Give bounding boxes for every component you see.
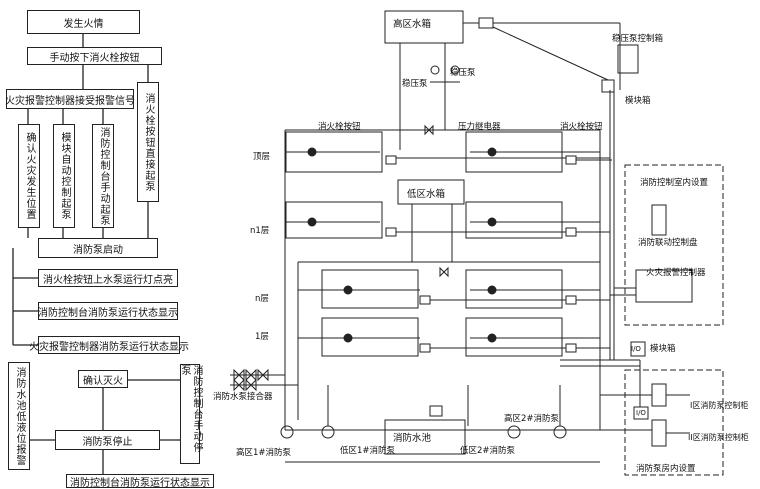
label-zone1-cabinet: I区消防泵控制柜: [690, 401, 749, 410]
label-floor-1: 1层: [255, 332, 269, 342]
flow-confirm-fire: 确认火灾发生位置: [18, 124, 40, 228]
label-zone2-cabinet: II区消防泵控制柜: [688, 433, 749, 442]
flow-press-button: 手动按下消火栓按钮: [27, 47, 162, 65]
flow-confirm-extinguished: 确认灭火: [78, 370, 128, 388]
high-tank: [384, 10, 464, 44]
label-high-zone2-pump: 高区2#消防泵: [504, 414, 560, 424]
label-floor-top: 顶层: [253, 152, 271, 162]
label-linkage-panel: 消防联动控制盘: [638, 238, 698, 248]
flow-console-manual-start: 消防控制台手动起泵: [92, 124, 114, 228]
flow-controller-display: 火灾报警控制器消防泵运行状态显示: [29, 336, 189, 354]
label-floor-n: n层: [255, 294, 269, 304]
label-high-zone1-pump: 高区1#消防泵: [236, 448, 292, 458]
label-floor-n1: n1层: [250, 226, 270, 236]
label-stabilizer-cabinet: 稳压泵控制箱: [612, 34, 664, 44]
label-stabilizer-pump-2: 稳压泵: [450, 68, 476, 78]
flow-module-auto-start: 模块自动控制起泵: [53, 124, 75, 228]
flow-low-level-alarm: 消防水池低液位报警: [8, 362, 30, 470]
label-module-box-top: 模块箱: [625, 96, 651, 106]
flow-console-display: 消防控制台消防泵运行状态显示: [38, 302, 178, 320]
label-high-tank: 高区水箱: [393, 19, 432, 30]
label-hydrant-button-right: 消火栓按钮: [560, 122, 603, 132]
label-adapter: 消防水泵接合器: [213, 392, 273, 402]
label-low-zone2-pump: 低区2#消防泵: [460, 446, 516, 456]
label-pump-room: 消防泵房内设置: [636, 464, 696, 474]
flow-pump-stopped: 消防泵停止: [55, 430, 160, 450]
flow-pump-started: 消防泵启动: [38, 238, 158, 258]
label-module-box-right: 模块箱: [650, 344, 676, 354]
flow-hydrant-direct-start: 消火栓按钮直接起泵: [137, 82, 159, 202]
label-low-zone1-pump: 低区1#消防泵: [340, 446, 396, 456]
label-alarm-controller: 火灾报警控制器: [646, 268, 706, 278]
label-fire-pool: 消防水池: [393, 433, 432, 444]
flow-start: 发生火情: [27, 10, 140, 34]
label-control-room: 消防控制室内设置: [640, 178, 709, 188]
label-hydrant-button-left: 消火栓按钮: [318, 122, 361, 132]
label-io-1: I/O: [631, 345, 641, 353]
label-low-tank: 低区水箱: [407, 189, 446, 200]
flow-indicator-light: 消火栓按钮上水泵运行灯点亮: [38, 269, 178, 287]
label-pressure-relay: 压力继电器: [458, 122, 501, 132]
stabilizer-cabinet-shape: [617, 44, 639, 74]
label-stabilizer-pump-1: 稳压泵: [402, 79, 428, 89]
flow-console-manual-stop: 消防控制台手动停泵: [179, 364, 202, 464]
flow-alarm-controller-receive: 火灾报警控制器接受报警信号: [5, 89, 135, 109]
label-io-2: I/O: [636, 409, 646, 417]
